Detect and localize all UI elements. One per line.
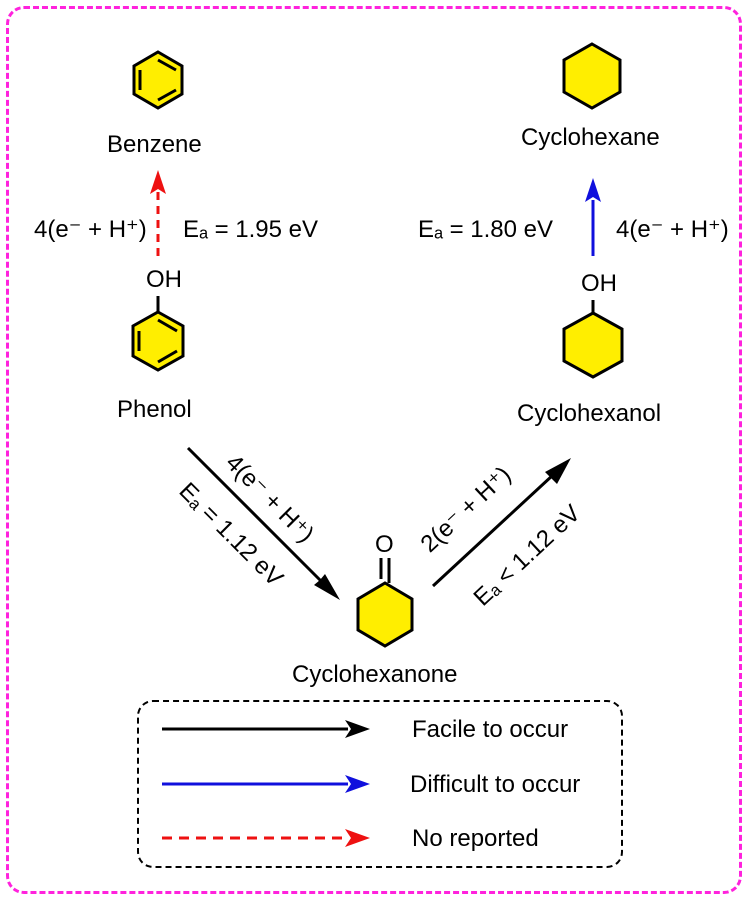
legend-arrow-not-reported bbox=[162, 829, 370, 847]
arrow-phenol-to-cyclohexanone bbox=[186, 446, 340, 600]
legend bbox=[137, 700, 623, 868]
legend-difficult-label: Difficult to occur bbox=[410, 771, 581, 798]
cyclohexane-label: Cyclohexane bbox=[521, 124, 660, 151]
legend-arrow-facile bbox=[162, 720, 370, 738]
arrow-phenol-to-benzene bbox=[150, 170, 166, 256]
cyclohexane-reagent-label: 4(e⁻ + H⁺) bbox=[616, 216, 729, 243]
cyclohexane-structure bbox=[562, 42, 622, 110]
arrow-cyclohexanol-to-cyclohexane bbox=[585, 178, 601, 256]
benzene-ea-label: Eₐ = 1.95 eV bbox=[183, 216, 319, 243]
phenol-structure bbox=[131, 296, 185, 372]
cyclohexane-ea-label: Eₐ = 1.80 eV bbox=[418, 216, 554, 243]
cyclohexanone-label: Cyclohexanone bbox=[292, 661, 458, 688]
cyclohexanol-structure bbox=[562, 300, 624, 379]
phenol-oh-label: OH bbox=[146, 266, 182, 293]
legend-not-reported-label: No reported bbox=[412, 825, 539, 852]
benzene-structure bbox=[132, 50, 184, 110]
arrow-cyclohexanone-to-cyclohexanol bbox=[431, 458, 571, 588]
cyclohexanone-o-label: O bbox=[375, 531, 394, 558]
diagram-frame bbox=[6, 6, 742, 894]
cyclohexanone-structure bbox=[356, 558, 414, 648]
benzene-label: Benzene bbox=[107, 131, 202, 158]
legend-arrow-difficult bbox=[162, 775, 370, 793]
legend-facile-label: Facile to occur bbox=[412, 716, 569, 743]
phenol-label: Phenol bbox=[117, 396, 192, 423]
cyclohexanol-label: Cyclohexanol bbox=[517, 400, 662, 427]
benzene-reagent-label: 4(e⁻ + H⁺) bbox=[34, 216, 147, 243]
cyclohexanol-oh-label: OH bbox=[581, 270, 617, 297]
